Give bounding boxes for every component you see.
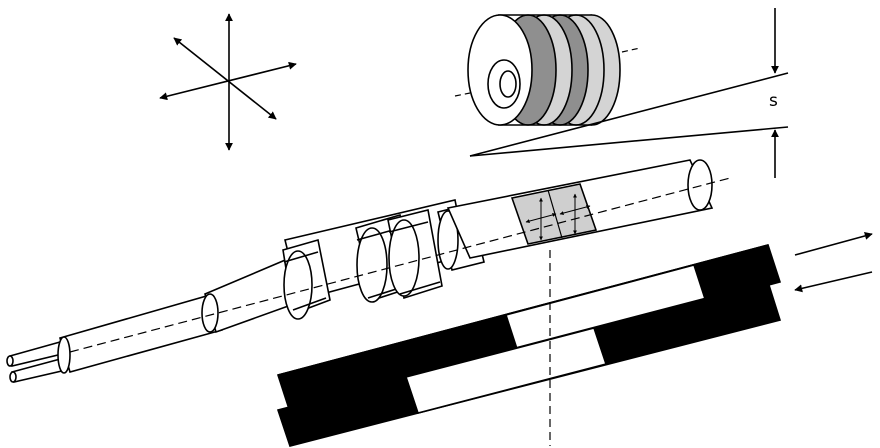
sleeve-compass-marks [525, 193, 591, 241]
ring-encoder [454, 14, 641, 126]
compass-rose [159, 13, 297, 151]
motion-arrow-backward [794, 271, 873, 293]
gap-line-lower [469, 126, 789, 157]
magnetic-scale-tapes [276, 244, 782, 447]
scale-tape-upper [276, 244, 782, 413]
compass-diagonal-arrow [173, 37, 277, 120]
probe-axis [69, 177, 731, 353]
motion-arrows [794, 232, 873, 293]
sensor-probe [6, 159, 731, 383]
gap-label: s [769, 91, 778, 111]
sensor-tip [687, 159, 713, 211]
gap-line-upper [469, 72, 789, 157]
cable-wires [6, 340, 67, 383]
gap-dimension [469, 8, 789, 178]
motion-arrow-forward [794, 232, 873, 256]
hex-nut-3 [387, 209, 443, 300]
scale-tape-lower [276, 281, 782, 447]
hex-nut-1 [282, 238, 331, 320]
